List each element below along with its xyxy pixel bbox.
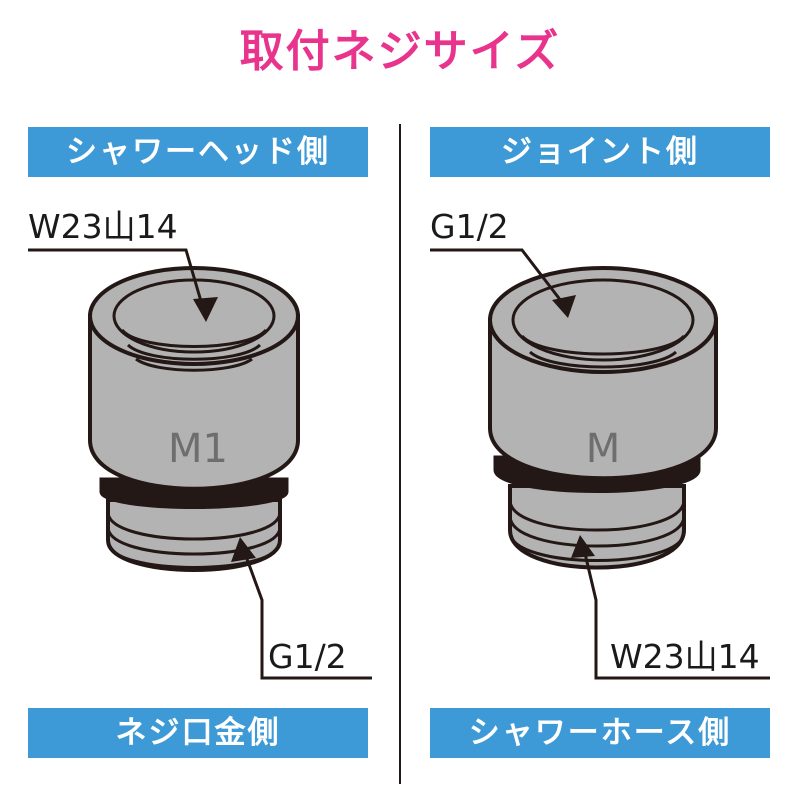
left-bottom-header: ネジ口金側: [28, 708, 368, 758]
left-model-label: M1: [168, 426, 228, 472]
left-top-header: シャワーヘッド側: [28, 127, 368, 177]
page-title: 取付ネジサイズ: [239, 26, 561, 77]
right-bottom-leader: [571, 535, 770, 680]
left-bottom-leader: [231, 537, 372, 680]
right-bottom-header: シャワーホース側: [430, 708, 770, 758]
right-top-header: ジョイント側: [430, 127, 770, 177]
left-top-leader: [28, 248, 218, 322]
left-fitting: [88, 266, 300, 572]
right-bottom-thread-label: W23山14: [610, 637, 760, 676]
left-bottom-thread-label: G1/2: [268, 637, 347, 676]
right-fitting: [488, 266, 718, 570]
right-top-thread-label: G1/2: [430, 207, 509, 246]
center-divider: [399, 124, 401, 784]
right-model-label: M: [586, 426, 621, 472]
left-top-thread-label: W23山14: [28, 207, 178, 246]
right-top-leader: [430, 248, 576, 318]
